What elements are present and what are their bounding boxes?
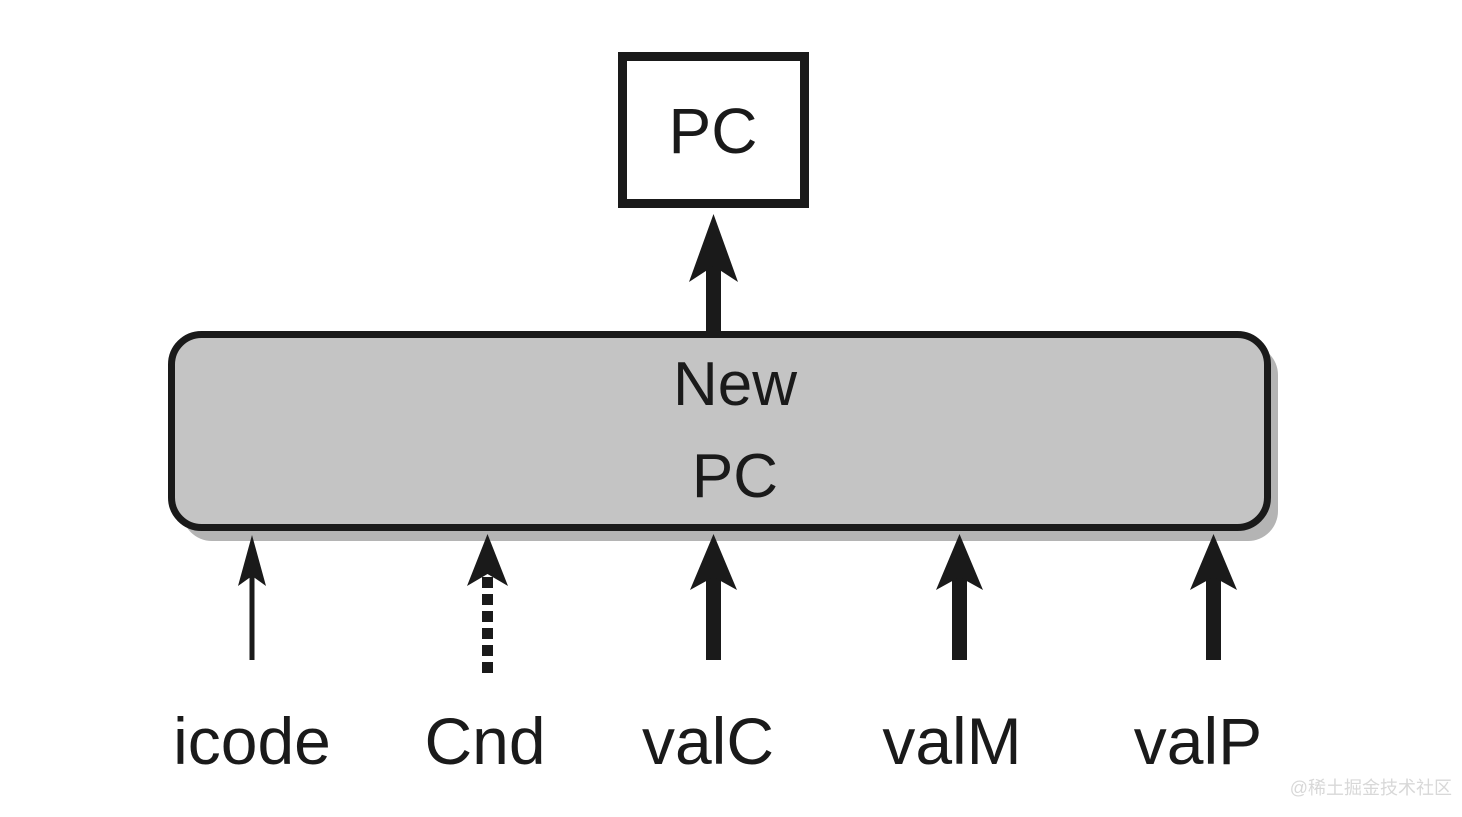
arrow-valc <box>690 534 737 660</box>
input-label-valp: valP <box>1134 704 1262 778</box>
input-label-valm: valM <box>882 704 1021 778</box>
input-label-cnd: Cnd <box>424 704 545 778</box>
new-pc-label-line2: PC <box>692 442 778 511</box>
pc-register-label: PC <box>669 95 758 167</box>
new-pc-block <box>168 331 1271 531</box>
input-label-valc: valC <box>642 704 774 778</box>
arrow-valm <box>936 534 983 660</box>
arrow-cnd <box>467 534 508 673</box>
arrow-valp <box>1190 534 1237 660</box>
new-pc-label-line1: New <box>673 350 797 419</box>
pc-register-box <box>618 52 809 208</box>
watermark: @稀土掘金技术社区 <box>1290 778 1452 798</box>
input-label-icode: icode <box>173 704 331 778</box>
arrow-new-pc-to-pc <box>689 214 738 335</box>
arrow-icode <box>238 535 266 660</box>
